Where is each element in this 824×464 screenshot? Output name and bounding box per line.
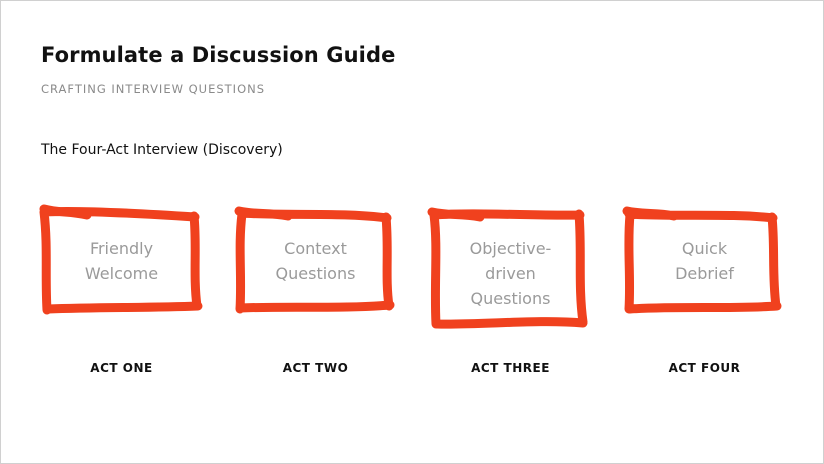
act-label: ACT FOUR bbox=[668, 361, 741, 375]
act-box-text: Quick Debrief bbox=[675, 239, 734, 283]
brush-frame-icon bbox=[427, 207, 588, 329]
brush-frame-icon bbox=[39, 204, 203, 315]
page-subtitle: CRAFTING INTERVIEW QUESTIONS bbox=[41, 82, 266, 96]
brush-frame-icon bbox=[622, 206, 782, 314]
section-title: The Four-Act Interview (Discovery) bbox=[41, 142, 283, 158]
page-title: Formulate a Discussion Guide bbox=[41, 43, 396, 67]
act-box-text: Context Questions bbox=[275, 239, 356, 283]
act-label: ACT ONE bbox=[90, 361, 153, 375]
brush-frame-icon bbox=[234, 206, 395, 314]
act-label: ACT THREE bbox=[471, 361, 550, 375]
act-box-text: Objective- driven Questions bbox=[469, 239, 552, 308]
act-box-text: Friendly Welcome bbox=[84, 239, 159, 283]
act-label: ACT TWO bbox=[282, 361, 349, 375]
